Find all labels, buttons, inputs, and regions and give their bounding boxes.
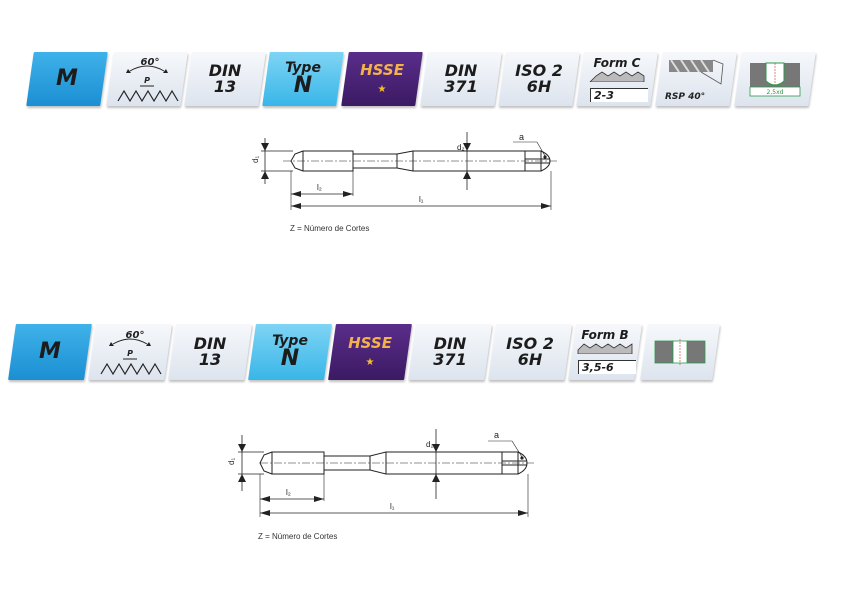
thread-type-label: M (39, 339, 61, 364)
tap-technical-drawing: d₁ d₂ a l₂ l₁ (251, 132, 557, 210)
din-number: 371 (433, 350, 467, 369)
svg-text:60°: 60° (141, 57, 160, 68)
chamfer-profile-icon (577, 343, 633, 354)
svg-text:l₂: l₂ (317, 183, 322, 192)
form-title: Form B (581, 328, 629, 342)
svg-text:d₁: d₁ (251, 156, 260, 163)
spec-badges-row: M 60° P DIN 13 Type N (0, 324, 849, 380)
din-number: 13 (213, 77, 237, 96)
type-value: N (293, 73, 313, 98)
badge-material: HSSE ★ (328, 324, 412, 380)
chamfer-profile-icon (589, 71, 645, 82)
star-icon: ★ (365, 357, 375, 368)
svg-text:P: P (127, 349, 133, 358)
form-title: Form C (593, 56, 641, 70)
thread-profile-icon: 60° P (100, 330, 162, 376)
badge-hole-type: 2,5xd (734, 52, 816, 106)
svg-text:a: a (519, 132, 524, 142)
badge-form: Form C 2-3 (576, 52, 658, 106)
spiral-flute-icon (669, 59, 724, 85)
svg-text:l₁: l₁ (390, 502, 395, 511)
svg-text:d₂: d₂ (426, 440, 434, 449)
svg-text:d₂: d₂ (457, 143, 465, 152)
badge-type: Type N (248, 324, 332, 380)
thread-type-label: M (56, 66, 78, 91)
svg-text:a: a (494, 430, 499, 440)
badge-material: HSSE ★ (341, 52, 423, 106)
badge-din-371: DIN 371 (420, 52, 502, 106)
diagram-caption: Z = Número de Cortes (290, 224, 370, 233)
svg-text:d₁: d₁ (227, 458, 236, 465)
material-label: HSSE (348, 334, 392, 352)
blind-hole-icon: 2,5xd (749, 62, 801, 97)
din-number: 371 (444, 77, 478, 96)
badge-thread-angle: 60° P (106, 52, 188, 106)
badge-form: Form B 3,5-6 (568, 324, 642, 380)
product-section-2: M 60° P DIN 13 Type N (0, 300, 849, 592)
badge-type: Type N (262, 52, 344, 106)
badge-din-13: DIN 13 (184, 52, 266, 106)
svg-text:P: P (144, 76, 150, 85)
badge-hole-type (640, 324, 720, 380)
diagram-caption: Z = Número de Cortes (258, 532, 338, 541)
chamfer-range: 2-3 (590, 88, 648, 102)
spec-badges-row: M 60° P DIN 13 Type N (0, 52, 849, 108)
badge-tolerance: ISO 2 6H (488, 324, 572, 380)
svg-text:2,5xd: 2,5xd (767, 89, 784, 96)
chamfer-range: 3,5-6 (578, 360, 636, 374)
badge-thread-type: M (26, 52, 108, 106)
flute-label: RSP 40° (665, 92, 706, 102)
through-hole-icon (654, 339, 706, 365)
thread-profile-icon: 60° P (117, 57, 179, 103)
badge-thread-type: M (8, 324, 92, 380)
svg-text:l₁: l₁ (419, 195, 424, 204)
material-label: HSSE (360, 61, 404, 79)
svg-text:l₂: l₂ (286, 488, 291, 497)
product-section-1: M 60° P DIN 13 Type N (0, 52, 849, 233)
svg-text:60°: 60° (126, 330, 145, 341)
badge-din-371: DIN 371 (408, 324, 492, 380)
badge-tolerance: ISO 2 6H (498, 52, 580, 106)
type-value: N (280, 346, 300, 371)
badge-flute: RSP 40° (655, 52, 737, 106)
tolerance-class: 6H (517, 350, 543, 369)
star-icon: ★ (377, 84, 387, 95)
tap-technical-drawing: d₁ d₂ a l₂ l₁ (227, 429, 534, 517)
badge-din-13: DIN 13 (168, 324, 252, 380)
din-number: 13 (198, 350, 222, 369)
badge-thread-angle: 60° P (88, 324, 172, 380)
tolerance-class: 6H (526, 77, 552, 96)
